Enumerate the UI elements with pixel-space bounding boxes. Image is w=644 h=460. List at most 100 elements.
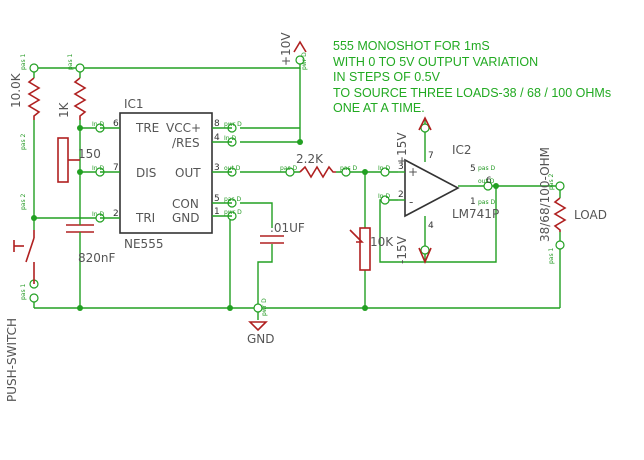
tag-pas1-d: pas 1 (548, 247, 555, 264)
ring (341, 167, 351, 177)
ic1-pin6: 6 (113, 119, 119, 129)
note-line-3: IN STEPS OF 0.5V (333, 70, 441, 84)
gnd-label: GND (247, 332, 275, 346)
capacitor-820nf-label: 820nF (78, 251, 116, 265)
junction-4 (31, 215, 37, 221)
ring (29, 63, 39, 73)
ic1-part: NE555 (124, 237, 163, 251)
ic1-pin5: 5 (214, 194, 220, 204)
ic2-minus: - (409, 195, 413, 209)
tag-pwr-3: pwr D (261, 298, 268, 316)
pot-150: 150 (57, 137, 101, 183)
tag-in-1: In D (92, 121, 104, 128)
ring (555, 240, 565, 250)
junction-9 (362, 305, 368, 311)
tag-out-1: out D (224, 165, 241, 172)
note-line-4: TO SOURCE THREE LOADS-38 / 68 / 100 OHMs (333, 86, 611, 100)
tag-in-3: In D (92, 211, 104, 218)
ring (380, 167, 390, 177)
tag-pas-5: pas D (478, 199, 496, 206)
resistor-10k-label: 10.0K (9, 72, 23, 108)
load-label: LOAD (574, 208, 607, 222)
tag-pas2-b: pas 2 (20, 193, 27, 210)
note-line-2: WITH 0 TO 5V OUTPUT VARIATION (333, 55, 538, 69)
tag-pas1-a: pas 1 (20, 53, 27, 70)
ring (295, 55, 305, 65)
ic1-pin-res: /RES (172, 136, 200, 150)
ic1-pin-out: OUT (175, 166, 201, 180)
resistor-2k2: 2.2K (296, 152, 336, 179)
ic1-pin-dis: DIS (136, 166, 156, 180)
note-line-5: ONE AT A TIME. (333, 101, 425, 115)
supply-p15: +15V (395, 132, 409, 166)
capacitor-820nf: 820nF (66, 218, 116, 265)
ic1-pin7: 7 (113, 163, 119, 173)
push-switch-label: PUSH-SWITCH (5, 318, 19, 402)
junctions (31, 65, 499, 311)
junction-3 (77, 169, 83, 175)
ring (29, 293, 39, 303)
ic2-plus: + (408, 165, 418, 179)
tag-pas-2: pas D (280, 165, 298, 172)
load-value-label: 38/68/100-OHM (538, 147, 552, 242)
tag-pas2-a: pas 2 (20, 133, 27, 150)
tag-pwr-1: pwr D (224, 121, 242, 128)
capacitor-01uf-label: .01UF (270, 221, 305, 235)
tag-pwr-4: pwr D (301, 52, 308, 70)
pot-10k: 10K (349, 227, 394, 271)
ic1-pin-gnd: GND (172, 211, 200, 225)
tag-pwr-2: pwr D (224, 209, 242, 216)
resistor-1k-label: 1K (57, 101, 71, 118)
note-line-1: 555 MONOSHOT FOR 1mS (333, 39, 490, 53)
pin-tags: In D In D In D pwr D In D out D pas D pw… (20, 52, 555, 316)
supply-m15: -15V (395, 235, 409, 264)
tag-in-4: In D (224, 135, 236, 142)
notes-block: 555 MONOSHOT FOR 1mS WITH 0 TO 5V OUTPUT… (333, 39, 611, 115)
ic2-pin1: 1 (470, 197, 476, 207)
ic1-pin1: 1 (214, 207, 220, 217)
tag-pas-4: pas D (478, 165, 496, 172)
ic1-ref: IC1 (124, 97, 144, 111)
ic1-pin-tri: TRI (135, 211, 155, 225)
ic1-pin3: 3 (214, 163, 220, 173)
ic2-pin6: 6 (486, 176, 492, 186)
tag-in-2: In D (92, 165, 104, 172)
ic2-pin7: 7 (428, 151, 434, 161)
ring (253, 303, 263, 313)
wire-con (240, 202, 273, 228)
ring (75, 63, 85, 73)
tag-out-2: out D (478, 178, 495, 185)
junction-11 (493, 183, 499, 189)
junction-2 (77, 125, 83, 131)
supply-10v: +10V (279, 32, 293, 66)
tag-pas-3: pas D (340, 165, 358, 172)
resistor-1k: 1K (57, 77, 87, 120)
tag-pas1-b: pas 1 (67, 53, 74, 70)
tag-pas1-c: pas 1 (20, 283, 27, 300)
tag-in-5: In D (378, 165, 390, 172)
ring (420, 123, 430, 133)
supply-labels: +10V +15V -15V (279, 32, 409, 264)
capacitor-01uf: .01UF (260, 221, 305, 244)
junction-8 (362, 169, 368, 175)
tag-pas2-c: pas 2 (548, 173, 555, 190)
ic1-pin-vcc: VCC+ (166, 121, 201, 135)
ring (420, 245, 430, 255)
ic2-pin4: 4 (428, 221, 434, 231)
ring (483, 181, 493, 191)
ic1-pin8: 8 (214, 119, 220, 129)
pot-150-label: 150 (78, 147, 101, 161)
wire-con-gnd (257, 244, 273, 308)
ic1-pin-tre: TRE (135, 121, 159, 135)
junction-10 (297, 139, 303, 145)
ic2-pin3: 3 (398, 162, 404, 172)
ic1-pin-con: CON (172, 197, 199, 211)
ic2-part: LM741P (452, 207, 499, 221)
ic2-ref: IC2 (452, 143, 472, 157)
ring (555, 181, 565, 191)
resistor-10k-left: 10.0K (9, 72, 41, 120)
resistor-2k2-label: 2.2K (296, 152, 324, 166)
gnd-symbol: GND (247, 321, 275, 346)
pin-rings (29, 55, 565, 313)
